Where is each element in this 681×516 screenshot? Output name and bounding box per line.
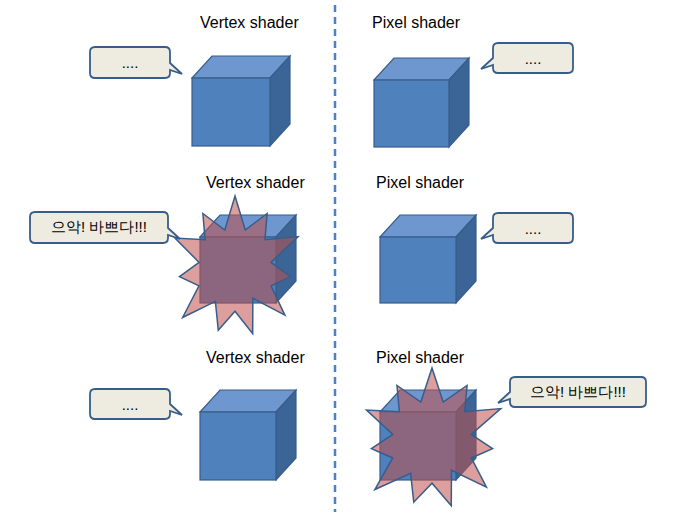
cube-front — [374, 80, 449, 147]
cube — [380, 215, 476, 303]
burst-shape — [367, 368, 501, 506]
shader-label: Pixel shader — [376, 174, 464, 192]
burst-group — [175, 196, 501, 506]
speech-bubble: .... — [493, 43, 573, 73]
speech-bubble: 으악! 바쁘다!!! — [510, 377, 646, 407]
bubble-shape — [498, 377, 646, 407]
bubble-text: .... — [525, 220, 542, 237]
bubble-shape — [90, 47, 182, 78]
shader-label: Pixel shader — [372, 14, 460, 32]
shader-label: Vertex shader — [206, 174, 305, 192]
cube-front — [200, 412, 276, 480]
cube-side — [276, 390, 296, 480]
bubble-shape — [30, 212, 180, 243]
speech-bubble: 으악! 바쁘다!!! — [30, 212, 168, 243]
shader-label: Vertex shader — [206, 349, 305, 367]
cube-side — [449, 58, 469, 147]
cube-front — [192, 78, 270, 146]
cube — [200, 390, 296, 480]
speech-bubble: .... — [493, 213, 573, 243]
cube — [374, 58, 469, 147]
divider-line — [334, 5, 337, 512]
burst-shape — [175, 196, 298, 334]
cube-side — [270, 56, 290, 146]
bubble-text: .... — [122, 54, 139, 71]
bubble-text: 으악! 바쁘다!!! — [530, 383, 626, 402]
speech-bubble: .... — [90, 47, 170, 78]
speech-bubble: .... — [90, 389, 170, 419]
bubble-text: 으악! 바쁘다!!! — [51, 218, 147, 237]
bubble-shape — [481, 213, 573, 243]
bubble-shape — [481, 43, 573, 73]
bubble-shape — [90, 389, 182, 419]
cube-side — [276, 215, 296, 303]
bubble-text: .... — [122, 396, 139, 413]
cube — [192, 56, 290, 146]
shader-label: Vertex shader — [200, 14, 299, 32]
cube-front — [380, 237, 456, 303]
bubble-text: .... — [525, 50, 542, 67]
shader-label: Pixel shader — [376, 349, 464, 367]
cube-side — [456, 215, 476, 303]
